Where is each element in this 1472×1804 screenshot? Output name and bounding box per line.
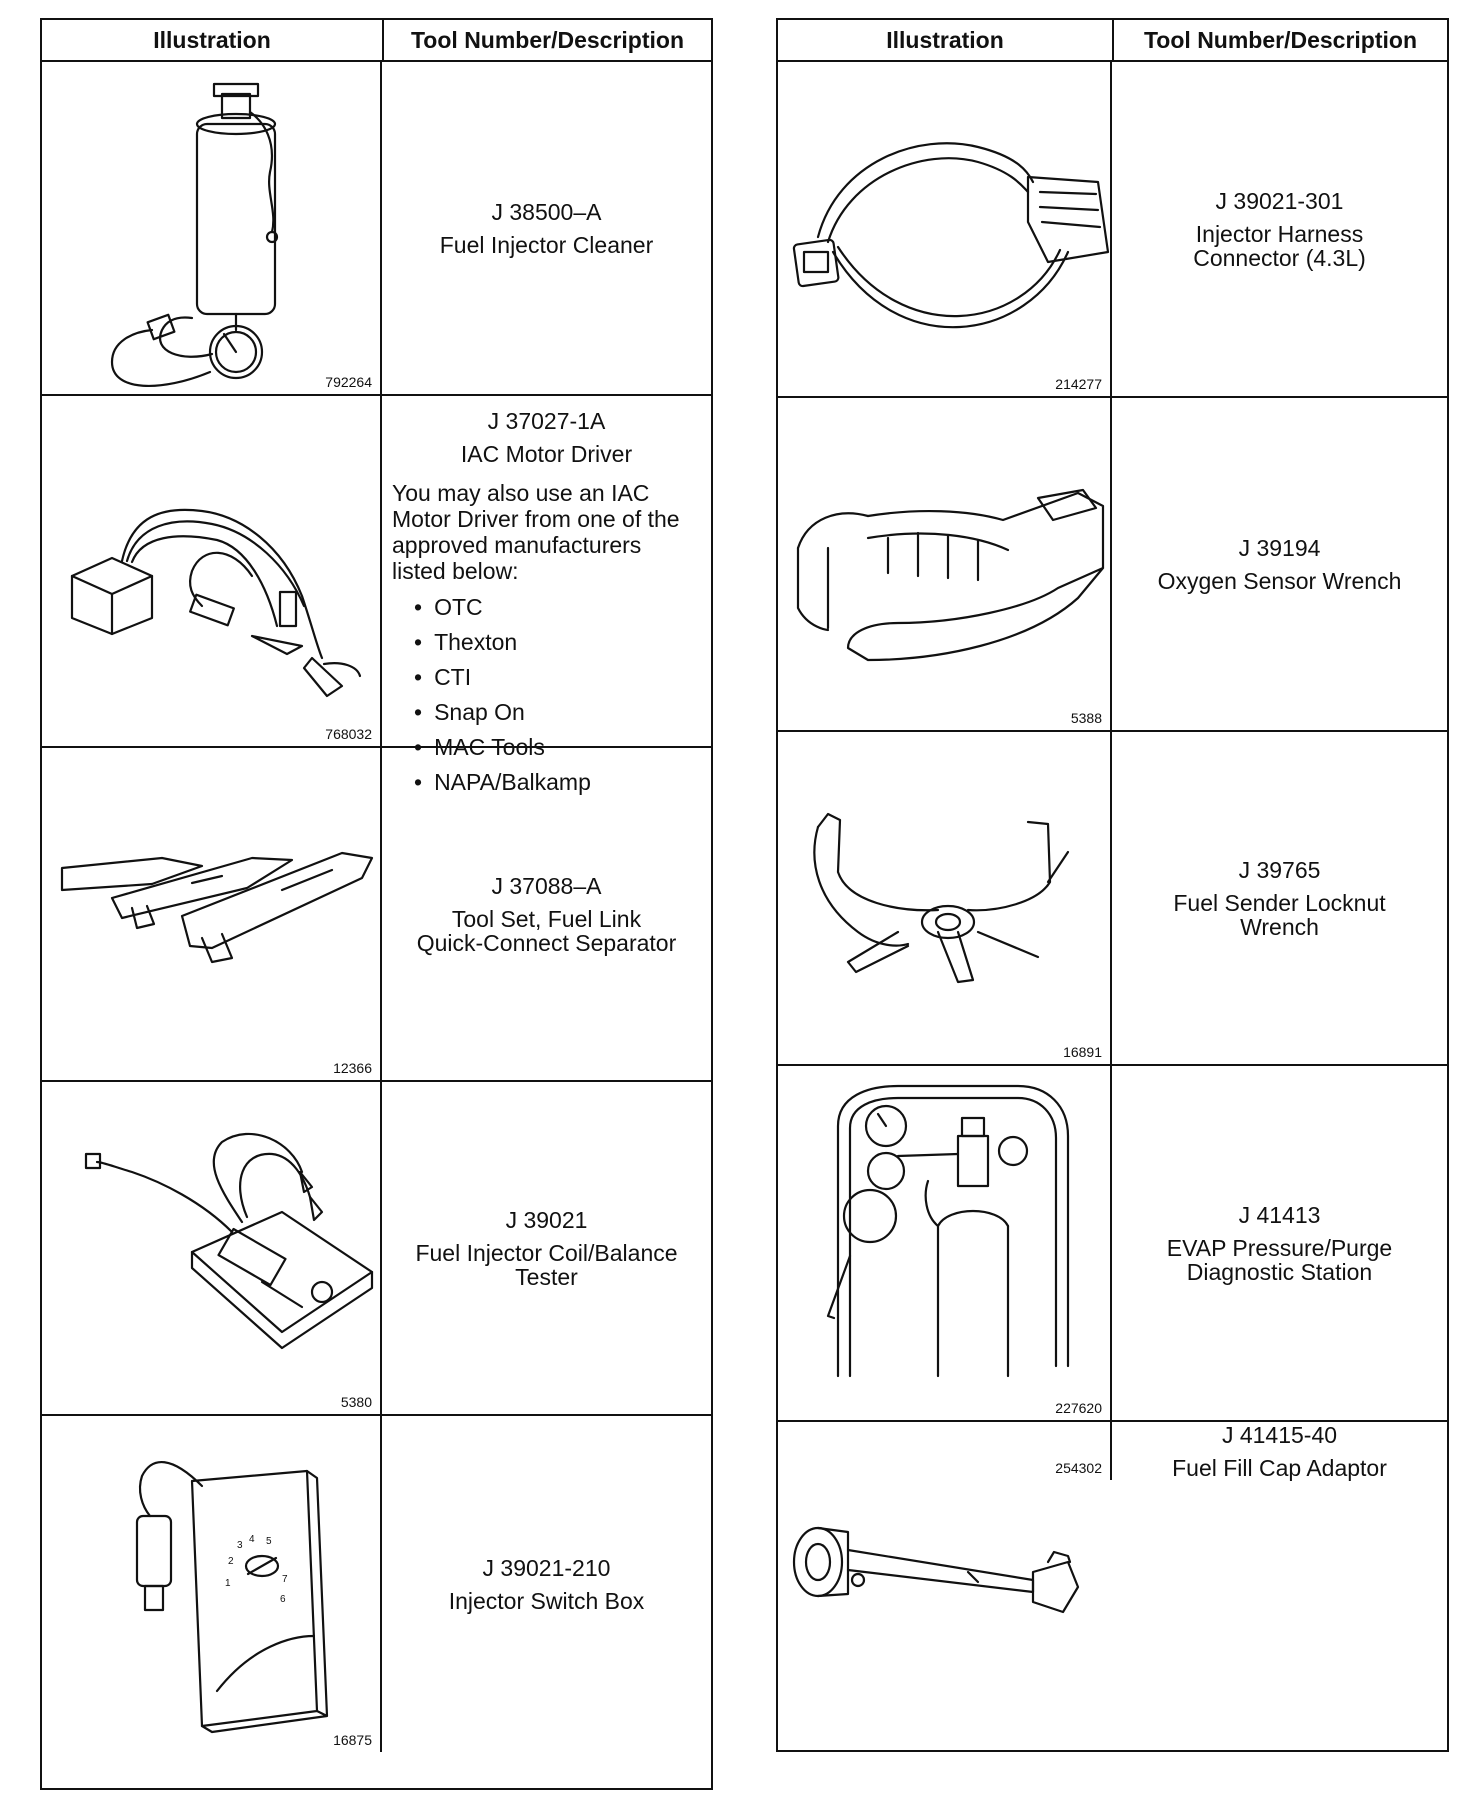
injector-harness-connector-illustration [792,142,1110,329]
header-illustration: Illustration [778,20,1114,60]
dial-number: 2 [228,1556,234,1567]
quick-connect-separator-illustration [60,851,374,964]
tool-number: J 39765 [1238,857,1321,883]
tool-title: Fuel Fill Cap Adaptor [1172,1455,1387,1481]
figure-number: 254302 [1055,1460,1102,1476]
table-row: 254302 J 41415-40 Fuel Fill Cap Adaptor [778,1422,1447,1614]
list-item: MAC Tools [414,730,711,765]
locknut-wrench-illustration [813,812,1070,984]
figure-number: 16891 [1063,1044,1102,1060]
tool-number: J 38500–A [491,199,602,225]
tool-description: J 41413 EVAP Pressure/Purge Diagnostic S… [1112,1066,1447,1420]
tool-title: Injector Harness Connector (4.3L) [1193,221,1366,271]
illustration-cell: 214277 [778,62,1112,396]
illustration-cell: 16891 [778,732,1112,1064]
tool-title: Injector Switch Box [448,1588,645,1614]
tool-description: J 41415-40 Fuel Fill Cap Adaptor [1112,1422,1447,1480]
dial-number: 3 [237,1540,243,1551]
tool-description: J 39021 Fuel Injector Coil/Balance Teste… [382,1082,711,1414]
header-tool-description: Tool Number/Description [1143,26,1418,53]
tool-number: J 39021-301 [1215,188,1344,214]
table-row: 227620 J 41413 EVAP Pressure/Purge Diagn… [778,1066,1447,1422]
oxygen-sensor-wrench-illustration [796,488,1105,662]
table-row: 12366 J 37088–A Tool Set, Fuel Link Quic… [42,748,711,1082]
tool-number: J 41413 [1238,1202,1321,1228]
figure-number: 768032 [325,726,372,742]
tool-title: EVAP Pressure/Purge Diagnostic Station [1166,1235,1393,1285]
tool-number: J 39194 [1238,535,1321,561]
tool-description: J 39021-301 Injector Harness Connector (… [1112,62,1447,396]
figure-number: 792264 [325,374,372,390]
tool-number: J 41415-40 [1221,1422,1338,1448]
tool-title: Fuel Injector Cleaner [439,232,654,258]
fuel-injector-cleaner-illustration [110,82,279,387]
illustration-cell: 3 4 5 2 1 7 6 16875 [42,1416,382,1752]
tool-description: J 38500–A Fuel Injector Cleaner [382,62,711,394]
illustration-cell: 768032 [42,396,382,746]
table-row: 5380 J 39021 Fuel Injector Coil/Balance … [42,1082,711,1416]
tool-title: Oxygen Sensor Wrench [1157,568,1402,594]
iac-motor-driver-illustration [70,508,362,698]
illustration-cell: 5380 [42,1082,382,1414]
evap-station-illustration [826,1084,1070,1378]
injector-switch-box-illustration: 3 4 5 2 1 7 6 [135,1461,329,1734]
tool-title: IAC Motor Driver [460,441,633,467]
table-row: 792264 J 38500–A Fuel Injector Cleaner [42,62,711,396]
illustration-cell: 12366 [42,748,382,1080]
figure-number: 227620 [1055,1400,1102,1416]
illustration-cell: 792264 [42,62,382,394]
tool-number: J 37027-1A [487,408,606,434]
list-item: Snap On [414,695,711,730]
list-item: OTC [414,590,711,625]
tool-title: Tool Set, Fuel Link Quick-Connect Separa… [416,906,677,956]
tool-title: Fuel Injector Coil/Balance Tester [415,1240,678,1290]
table-row: 3 4 5 2 1 7 6 16875 J 39021-210 Injector… [42,1416,711,1752]
tool-number: J 39021 [505,1207,588,1233]
illustration-cell: 254302 [778,1422,1112,1614]
tool-description: J 39765 Fuel Sender Locknut Wrench [1112,732,1447,1064]
illustration-cell: 5388 [778,398,1112,730]
table-header: Illustration Tool Number/Description [778,20,1447,62]
coil-balance-tester-illustration [84,1132,374,1350]
dial-number: 7 [282,1574,288,1585]
dial-number: 4 [249,1534,255,1545]
figure-number: 5388 [1070,710,1102,726]
table-row: 214277 J 39021-301 Injector Harness Conn… [778,62,1447,398]
tool-note: You may also use an IAC Motor Driver fro… [392,480,680,584]
dial-number: 5 [266,1536,272,1547]
table-row: 768032 J 37027-1A IAC Motor Driver You m… [42,396,711,795]
fuel-fill-cap-adaptor-illustration [792,1526,1080,1614]
table-header: Illustration Tool Number/Description [42,20,711,62]
header-tool-description: Tool Number/Description [410,26,685,53]
table-row: 5388 J 39194 Oxygen Sensor Wrench [778,398,1447,732]
tool-number: J 37088–A [491,873,602,899]
figure-number: 16875 [333,1732,372,1748]
list-item: Thexton [414,625,711,660]
tool-number: J 39021-210 [482,1555,611,1581]
header-illustration: Illustration [42,20,384,60]
tool-description: J 37088–A Tool Set, Fuel Link Quick-Conn… [382,748,711,1080]
figure-number: 5380 [340,1394,372,1410]
tool-title: Fuel Sender Locknut Wrench [1173,890,1386,940]
list-item: NAPA/Balkamp [414,765,711,800]
manufacturer-list: OTC Thexton CTI Snap On MAC Tools NAPA/B… [382,590,711,800]
tool-description: J 39021-210 Injector Switch Box [382,1416,711,1752]
list-item: CTI [414,660,711,695]
tool-description: J 37027-1A IAC Motor Driver You may also… [382,396,711,795]
tools-table-right: Illustration Tool Number/Description 214… [776,18,1449,1752]
figure-number: 214277 [1055,376,1102,392]
figure-number: 12366 [333,1060,372,1076]
tools-table-left: Illustration Tool Number/Description 792… [40,18,713,1790]
tool-description: J 39194 Oxygen Sensor Wrench [1112,398,1447,730]
dial-number: 1 [225,1578,231,1589]
table-row: 16891 J 39765 Fuel Sender Locknut Wrench [778,732,1447,1066]
illustration-cell: 227620 [778,1066,1112,1420]
dial-number: 6 [280,1594,286,1605]
